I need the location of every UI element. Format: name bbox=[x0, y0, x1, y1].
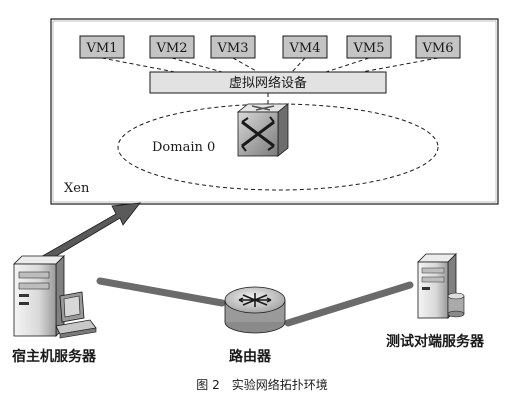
vm-4: VM4 bbox=[282, 35, 328, 59]
svg-text:VM3: VM3 bbox=[217, 41, 249, 56]
host-server-label: 宿主机服务器 bbox=[12, 348, 97, 365]
vm-1: VM1 bbox=[79, 35, 125, 59]
figure-caption: 图 2 实验网络拓扑环境 bbox=[196, 377, 327, 392]
svg-text:VM1: VM1 bbox=[86, 41, 118, 56]
svg-text:VM4: VM4 bbox=[289, 41, 321, 56]
vm-2: VM2 bbox=[149, 35, 195, 59]
peer-server-icon bbox=[417, 253, 465, 319]
peer-server-label: 测试对端服务器 bbox=[386, 333, 485, 350]
domain0-label: Domain 0 bbox=[152, 140, 215, 155]
physical-links bbox=[96, 277, 414, 327]
router-icon bbox=[224, 286, 286, 334]
xen-label: Xen bbox=[64, 181, 90, 196]
svg-text:虚拟网络设备: 虚拟网络设备 bbox=[229, 75, 307, 91]
svg-text:VM5: VM5 bbox=[353, 41, 385, 56]
vm-links bbox=[101, 57, 439, 73]
switch-icon bbox=[236, 103, 290, 157]
virtual-network-device: 虚拟网络设备 bbox=[149, 71, 387, 94]
svg-text:VM2: VM2 bbox=[156, 41, 188, 56]
vm-6: VM6 bbox=[415, 35, 461, 59]
vm-3: VM3 bbox=[210, 35, 256, 59]
svg-text:VM6: VM6 bbox=[422, 41, 454, 56]
router-label: 路由器 bbox=[229, 348, 272, 365]
vm-5: VM5 bbox=[346, 35, 392, 59]
host-server-icon bbox=[13, 255, 97, 339]
